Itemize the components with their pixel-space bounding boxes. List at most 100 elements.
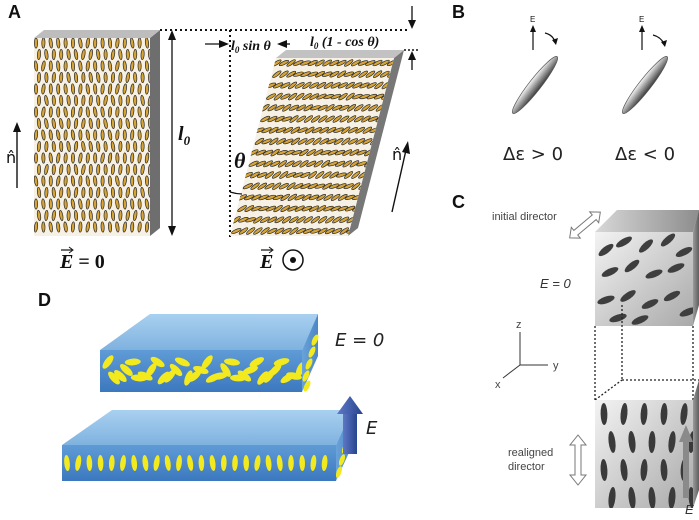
lc-molecule (63, 175, 68, 187)
lc-molecule (280, 82, 291, 89)
lc-molecule (251, 194, 262, 201)
lc-molecule (133, 163, 138, 176)
lc-molecule (103, 209, 108, 222)
lc-molecule (255, 160, 266, 167)
panel-d-letter: D (38, 290, 51, 310)
lc-molecule (140, 164, 145, 175)
lc-molecule (137, 152, 142, 164)
lc-molecule (341, 137, 351, 146)
lc-molecule (343, 71, 355, 77)
yellow-molecule (187, 455, 194, 471)
yellow-molecule (311, 334, 319, 346)
lc-molecule (122, 106, 127, 118)
lc-molecule (115, 60, 120, 72)
lc-molecule (36, 140, 42, 153)
lc-molecule (70, 175, 76, 187)
lc-molecule (344, 171, 354, 179)
lc-molecule (44, 48, 49, 61)
yellow-molecule (184, 370, 193, 386)
lc-molecule (348, 138, 359, 145)
lc-molecule (66, 117, 71, 130)
lc-molecule (291, 160, 302, 168)
lc-molecule (48, 198, 53, 210)
lc-molecule (351, 171, 361, 179)
lc-molecule (130, 83, 135, 95)
lc-molecule (96, 163, 101, 176)
lc-molecule (137, 175, 142, 187)
lc-molecule (122, 129, 127, 141)
lc-molecule (261, 138, 272, 145)
out-of-page-symbol (282, 249, 304, 271)
cube-ellipse (688, 487, 693, 508)
lc-molecule (343, 183, 354, 190)
lc-molecule (115, 38, 120, 49)
lc-molecule (300, 60, 311, 66)
lc-molecule (311, 127, 323, 134)
lc-molecule (63, 129, 68, 141)
yellow-molecule (243, 455, 250, 471)
lc-molecule (73, 71, 79, 84)
lc-molecule (73, 209, 79, 222)
lc-molecule (351, 182, 361, 191)
lc-molecule (85, 38, 90, 49)
lc-molecule (334, 149, 346, 156)
lc-molecule (330, 193, 341, 201)
lc-molecule (324, 227, 335, 235)
lc-molecule (322, 182, 332, 190)
lc-molecule (63, 60, 68, 72)
cube-ellipse (616, 236, 632, 248)
lc-molecule (309, 82, 320, 89)
yellow-molecule (237, 370, 252, 382)
lc-molecule (250, 171, 260, 179)
field-label-b-right: E (639, 15, 644, 24)
lc-molecule (302, 93, 312, 101)
lc-molecule (260, 216, 270, 224)
lc-molecule (140, 187, 145, 198)
lc-molecule (344, 194, 356, 201)
lc-molecule (125, 163, 130, 176)
lc-molecule (73, 187, 79, 198)
lc-molecule (147, 95, 150, 106)
lc-molecule (100, 106, 105, 118)
yellow-molecule (75, 455, 82, 471)
yellow-molecule (174, 357, 190, 367)
yellow-molecule (308, 346, 316, 358)
lc-molecule (316, 205, 327, 213)
lc-molecule (51, 163, 56, 176)
cube-ellipse (598, 243, 614, 257)
yellow-molecule (150, 356, 165, 368)
lc-molecule (100, 129, 105, 141)
lc-molecule (41, 198, 46, 210)
lc-molecule (338, 92, 348, 101)
lc-molecule (59, 210, 64, 221)
lc-molecule (34, 106, 38, 118)
lc-molecule (118, 209, 123, 222)
lc-molecule (140, 71, 145, 84)
lc-molecule (125, 118, 130, 129)
lc-molecule (321, 71, 333, 77)
lc-molecule (88, 94, 93, 107)
lc-molecule (273, 82, 284, 89)
lc-molecule (81, 71, 86, 84)
lc-molecule (325, 216, 335, 224)
lc-molecule (330, 93, 342, 100)
lc-molecule (41, 38, 46, 49)
lc-molecule (144, 129, 150, 141)
lc-molecule (125, 48, 130, 61)
lc-molecule (339, 216, 350, 223)
cube-ellipse (597, 295, 615, 305)
lc-molecule (115, 175, 120, 187)
lc-molecule (88, 163, 93, 176)
lc-molecule (100, 83, 105, 95)
yellow-molecule (124, 358, 141, 366)
lc-molecule (37, 94, 41, 107)
lc-molecule (316, 194, 327, 201)
sheared-side-face (348, 50, 404, 236)
cube-ellipse (648, 487, 656, 508)
lc-molecule (246, 227, 256, 235)
lc-molecule (283, 138, 294, 145)
yellow-molecule (153, 455, 160, 471)
lc-molecule (319, 138, 330, 145)
lc-molecule (103, 163, 108, 176)
lc-molecule (130, 152, 135, 164)
